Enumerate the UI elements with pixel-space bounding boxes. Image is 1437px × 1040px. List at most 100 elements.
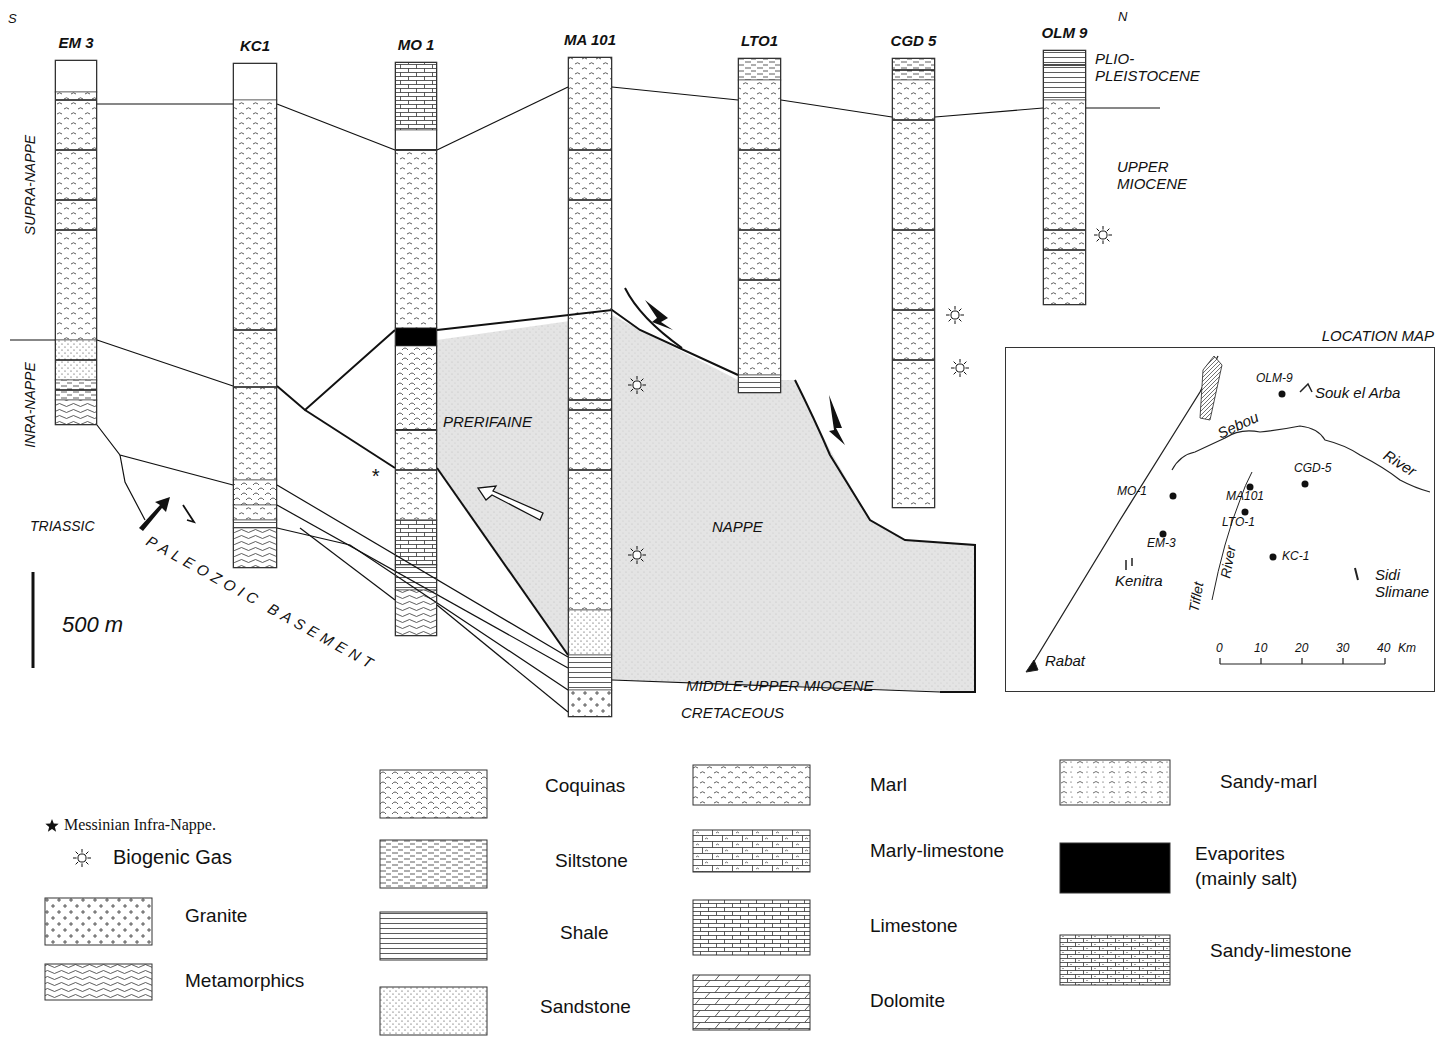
- lithology-interval: [738, 80, 781, 375]
- legend-swatch: [379, 839, 488, 889]
- bed-line: [892, 69, 935, 71]
- lithology-interval: [892, 80, 935, 508]
- well-name: EM 3: [58, 34, 93, 51]
- bed-line: [55, 389, 97, 391]
- bed-line: [568, 399, 612, 401]
- gas-symbol: [628, 376, 646, 394]
- lithology-interval: [395, 346, 437, 430]
- legend-swatch-color: [1060, 843, 1170, 893]
- legend-text: Dolomite: [870, 990, 945, 1012]
- map-label: Kenitra: [1115, 572, 1163, 589]
- well-name: MA 101: [564, 31, 616, 48]
- fault-arrow: [645, 300, 673, 330]
- bed-line: [892, 359, 935, 361]
- lithology-interval: [395, 430, 437, 520]
- lithology-interval: [568, 655, 612, 690]
- map-label: 0: [1216, 642, 1223, 656]
- section-label: S: [8, 12, 17, 27]
- legend-swatch: [379, 769, 488, 819]
- gas-symbol: [628, 546, 646, 564]
- legend-swatch: [1059, 934, 1171, 986]
- lithology-interval: [395, 565, 437, 590]
- bed-line: [55, 359, 97, 361]
- well-name: CGD 5: [891, 32, 937, 49]
- map-label: Sidi Slimane: [1375, 566, 1429, 601]
- correlation-line: [612, 87, 738, 100]
- thrust-arrow: [139, 497, 170, 531]
- legend-text: Sandy-marl: [1220, 771, 1317, 793]
- location-map-drawing: [1026, 356, 1430, 672]
- legend-swatch: [44, 897, 153, 946]
- section-label: PRERIFAINE: [443, 413, 532, 430]
- map-label: OLM-9: [1256, 372, 1293, 386]
- map-label: River: [1217, 545, 1239, 580]
- map-label: 40: [1377, 642, 1390, 656]
- bed-line: [892, 309, 935, 311]
- map-label: 30: [1336, 642, 1349, 656]
- map-label: EM-3: [1147, 537, 1176, 551]
- lithology-interval: [395, 150, 437, 328]
- legend-swatch: [692, 764, 811, 806]
- lithology-interval: [1043, 50, 1086, 100]
- map-label: CGD-5: [1294, 462, 1331, 476]
- legend-swatch: [379, 986, 488, 1036]
- lithology-interval: [55, 60, 97, 92]
- lithology-interval: [568, 690, 612, 717]
- lithology-interval: [738, 375, 781, 393]
- legend-text: Biogenic Gas: [113, 846, 232, 869]
- map-title: LOCATION MAP: [1322, 327, 1434, 344]
- bed-line: [568, 199, 612, 201]
- legend-swatch: [692, 899, 811, 956]
- map-label: 20: [1295, 642, 1308, 656]
- legend-text: Shale: [560, 922, 609, 944]
- section-label: MIDDLE-UPPER MIOCENE: [686, 677, 874, 694]
- legend-swatch: [379, 911, 488, 961]
- map-label: Souk el Arba: [1315, 384, 1400, 401]
- well-name: KC1: [240, 37, 270, 54]
- legend-text: Messinian Infra-Nappe.: [64, 816, 216, 834]
- bed-line: [395, 469, 437, 471]
- bed-line: [395, 429, 437, 431]
- legend-swatch: [1059, 842, 1171, 894]
- section-label: NAPPE: [712, 518, 763, 535]
- section-label: PALEOZOIC BASEMENT: [143, 532, 380, 674]
- map-label: MO-1: [1117, 485, 1147, 499]
- legend-swatch: [1059, 759, 1171, 806]
- bed-line: [55, 99, 97, 101]
- lithology-interval: [55, 400, 97, 425]
- gas-symbol: [951, 359, 969, 377]
- map-label: LTO-1: [1222, 516, 1255, 530]
- legend-text: Marly-limestone: [870, 840, 1004, 862]
- section-label: PLIO- PLEISTOCENE: [1095, 50, 1200, 85]
- lithology-interval: [233, 505, 277, 520]
- legend-swatch: [43, 817, 61, 835]
- lithology-interval: [395, 590, 437, 636]
- section-label: 500 m: [62, 612, 123, 637]
- legend-swatch: [71, 847, 93, 869]
- lithology-interval: [738, 58, 781, 80]
- map-label: River: [1381, 446, 1420, 479]
- correlation-line: [97, 103, 233, 104]
- bed-line: [395, 149, 437, 151]
- map-label: MA101: [1226, 490, 1264, 504]
- legend-text: Granite: [185, 905, 247, 927]
- legend-text: Siltstone: [555, 850, 628, 872]
- legend-text: Coquinas: [545, 775, 625, 797]
- map-label: Km: [1398, 642, 1416, 656]
- bed-line: [738, 149, 781, 151]
- well-column: CGD 5: [892, 58, 935, 508]
- nappe-boundary: [795, 380, 975, 692]
- well-column: OLM 9: [1043, 50, 1086, 305]
- legend-text: Sandy-limestone: [1210, 940, 1352, 962]
- bed-line: [55, 199, 97, 201]
- correlation-line: [437, 87, 568, 150]
- bed-line: [1043, 229, 1086, 231]
- bed-line: [568, 149, 612, 151]
- gas-symbol: [1094, 226, 1112, 244]
- bed-line: [55, 149, 97, 151]
- bed-line: [233, 329, 277, 331]
- bed-line: [892, 229, 935, 231]
- lithology-interval: [395, 328, 437, 346]
- correlation-lines: [10, 108, 1160, 712]
- map-label: 10: [1254, 642, 1267, 656]
